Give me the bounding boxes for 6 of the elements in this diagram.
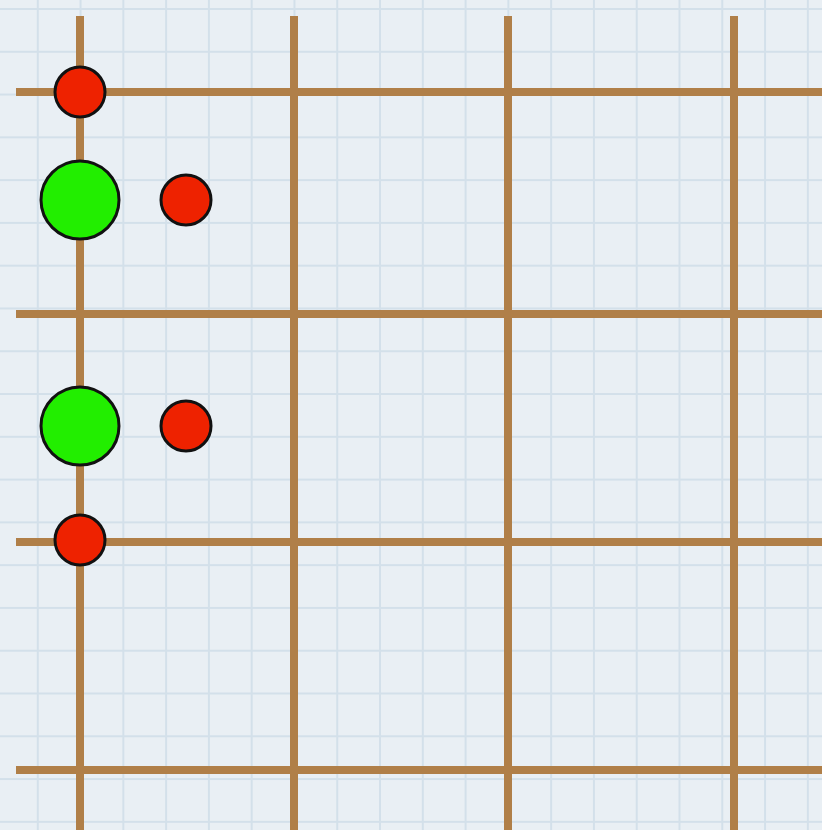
- marker-dot: [158, 398, 214, 454]
- large-marker-dot: [38, 158, 122, 242]
- marker-dot: [52, 64, 108, 120]
- large-marker-dot: [38, 384, 122, 468]
- marker-dot: [158, 172, 214, 228]
- marker-dot: [52, 512, 108, 568]
